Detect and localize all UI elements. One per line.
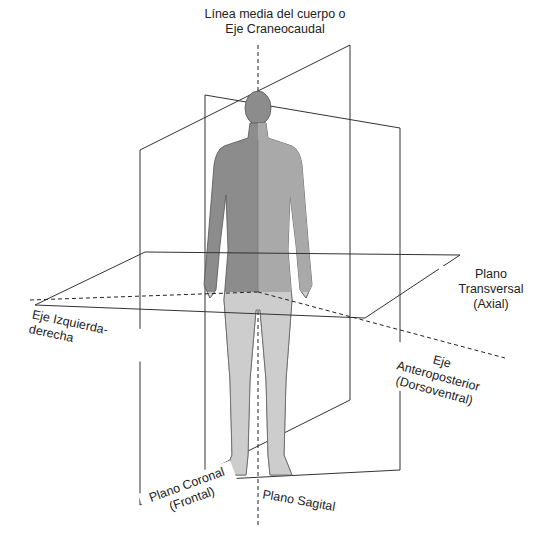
transverse-plane — [35, 252, 460, 318]
left-right-axis — [30, 292, 258, 300]
axis-label: Eje Izquierda-derecha — [25, 306, 147, 362]
axis-label: Línea media del cuerpo o Eje Craneocauda… — [200, 6, 350, 38]
coronal-plane — [140, 45, 350, 505]
plane-label: Plano Sagital — [259, 486, 351, 518]
human-figure — [204, 91, 312, 475]
axis-label: Eje Anteroposterior (Dorsoventral) — [380, 340, 496, 413]
sagittal-plane — [205, 95, 400, 480]
plane-label: Plano Transversal (Axial) — [439, 266, 543, 313]
plane-label: Plano Coronal (Frontal) — [138, 460, 241, 524]
